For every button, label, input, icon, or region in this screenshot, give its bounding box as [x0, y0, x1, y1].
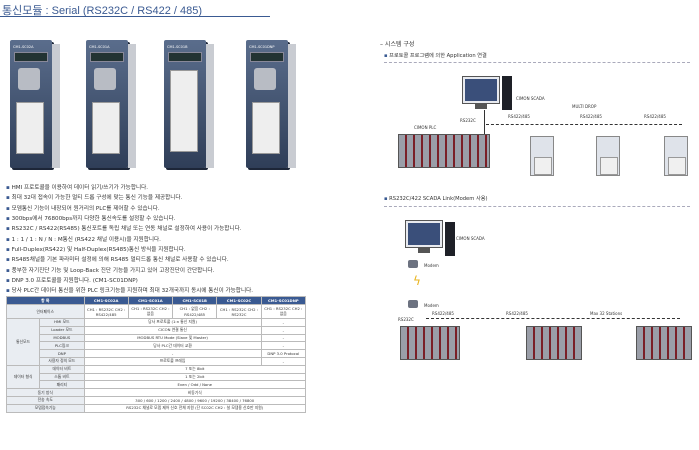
multidrop-label: MULTI DROP [572, 104, 597, 109]
scada-label: CIMON SCADA [456, 236, 485, 241]
table-row: 전송 속도 300 / 600 / 1200 / 2400 / 4800 / 9… [6, 395, 306, 405]
table-row: DNP - DNP 3.0 Protocol [7, 349, 307, 358]
feature-item: 300bps에서 76800bps까지 다양한 통신속도를 설정할 수 있습니다… [6, 214, 253, 224]
table-row: MODBUS MODBUS RTU Mode (Slave 및 Master) … [7, 333, 307, 343]
feature-item: 1 : 1 / 1 : N / N : M통신 (RS422 채널 이용시)을 … [6, 235, 253, 245]
table-header: CM1-SC02C [216, 296, 262, 305]
modem-label: Modem [424, 303, 439, 308]
plc-rack-icon [400, 326, 460, 360]
rs232c-label: RS232C [398, 317, 414, 322]
table-header: CM1-SC01A [127, 296, 174, 305]
rs422-label: RS422/485 [508, 114, 530, 119]
page-title: 통신모듈 : Serial (RS232C / RS422 / 485) [2, 5, 203, 17]
monitor-icon [462, 76, 500, 109]
feature-list: HMI 프로토콜을 이용하여 데이터 읽기/쓰기가 가능합니다. 최대 32대 … [6, 183, 253, 297]
rs422-label: RS422/485 [644, 114, 666, 119]
table-row: 동기 방식 비동기식 [6, 388, 306, 397]
module-label: CM1-SC02A [13, 45, 34, 49]
table-row: 사용자 정의 모드 프로토콜 프레임 - [7, 356, 307, 366]
table-header: CM1-SC01B [172, 296, 218, 305]
system-heading: – 시스템 구성 [380, 41, 415, 48]
table-header: CM1-SC01DNP [260, 296, 307, 305]
table-header: CM1-SC02A [83, 296, 129, 305]
module-image-sc01a: CM1-SC01A [86, 40, 136, 168]
plc-label: CIMON PLC [414, 125, 437, 130]
db9-connector-icon [18, 68, 40, 90]
plc-rack-icon [398, 134, 490, 168]
module-label: CM1-SC01A [89, 45, 110, 49]
device-icon [530, 136, 554, 176]
rs232c-label: RS232C [460, 118, 476, 123]
rs422-bus [426, 318, 680, 319]
module-image-sc01b: CM1-SC01B [164, 40, 214, 168]
table-row: 데이터 형식 데이터 비트 7 또는 8bit [5, 364, 306, 390]
feature-item: DNP 3.0 프로토콜을 지원합니다. (CM1-SC01DNP) [6, 276, 253, 286]
plc-rack-icon [526, 326, 582, 360]
table-row: 스톱 비트 1 또는 2bit [7, 372, 306, 382]
table-row: 패리티 Even / Odd / None [7, 380, 306, 390]
db9-connector-icon [94, 68, 116, 90]
table-header: 항 목 [6, 296, 85, 305]
rs422-bus [486, 124, 682, 125]
divider [384, 62, 690, 63]
rs422-label: RS422/485 [506, 311, 528, 316]
table-row: PLC링크 당사 PLC간 데이터 교환 - [7, 341, 307, 351]
feature-item: 당사 PLC간 데이터 통신을 위한 PLC 링크기능을 지원하며 최대 32개… [6, 286, 253, 296]
table-row: 인터페이스 CH1 : RS232C CH2 : RS422/485 CH1 :… [6, 304, 307, 319]
pc-tower-icon [502, 76, 512, 110]
device-icon [596, 136, 620, 176]
module-label: CM1-SC01DNP [249, 45, 275, 49]
feature-item: HMI 프로토콜을 이용하여 데이터 읽기/쓰기가 가능합니다. [6, 183, 253, 193]
feature-item: RS485채널을 기본 파라미터 설정에 의해 RS485 멀티드롭 통신 채널… [6, 255, 253, 265]
table-row: 통신모드 HMI 모드 당사 프로토콜 (1:n 통신 지원) - [5, 318, 307, 366]
scada-link-title: ▪ RS232C/422 SCADA Link(Modem 사용) [384, 196, 488, 202]
feature-item: RS232C / RS422(RS485) 통신포트를 독립 채널 또는 연동 … [6, 224, 253, 234]
table-header-row: 항 목 CM1-SC02A CM1-SC01A CM1-SC01B CM1-SC… [6, 296, 307, 305]
device-icon [664, 136, 688, 176]
feature-item: 최대 32대 접속이 가능한 멀티 드롭 구성에 맞는 통신 기능을 제공합니다… [6, 193, 253, 203]
app-link-title: ▪ 프로토콜 프로그램에 의한 Application 연결 [384, 53, 487, 59]
divider [384, 206, 690, 207]
module-image-sc02a: CM1-SC02A [10, 40, 60, 168]
rs232c-cable [484, 110, 485, 134]
feature-item: Full-Duplex(RS422) 및 Half-Duplex(RS485)통… [6, 245, 253, 255]
db9-connector-icon [254, 68, 276, 90]
monitor-icon [405, 220, 443, 253]
modem-label: Modem [424, 263, 439, 268]
feature-item: 모뎀통신 기능이 내장되어 원거리의 PLC를 제어할 수 있습니다. [6, 204, 253, 214]
table-row: 모뎀접속기능 RS232C 채널로 모뎀 제어 신호 전체 지원 (단 SC02… [6, 403, 306, 413]
max-stations-label: Max 32 Stations [590, 311, 623, 316]
feature-item: 풍부한 자기진단 기능 및 Loop-Back 진단 기능을 가지고 있어 고장… [6, 266, 253, 276]
lightning-icon: ϟ [413, 274, 421, 288]
modem-icon [408, 260, 418, 268]
module-image-sc01dnp: CM1-SC01DNP [246, 40, 296, 168]
spec-table: 항 목 CM1-SC02A CM1-SC01A CM1-SC01B CM1-SC… [5, 296, 307, 413]
rs422-label: RS422/485 [580, 114, 602, 119]
table-row: Loader 모드 CICON 연결 통신 - [7, 325, 307, 335]
scada-label: CIMON SCADA [516, 96, 545, 101]
rs422-label: RS422/485 [432, 311, 454, 316]
pc-tower-icon [445, 222, 455, 256]
modem-icon [408, 300, 418, 308]
title-divider [0, 16, 270, 17]
plc-rack-icon [636, 326, 692, 360]
module-label: CM1-SC01B [167, 45, 188, 49]
